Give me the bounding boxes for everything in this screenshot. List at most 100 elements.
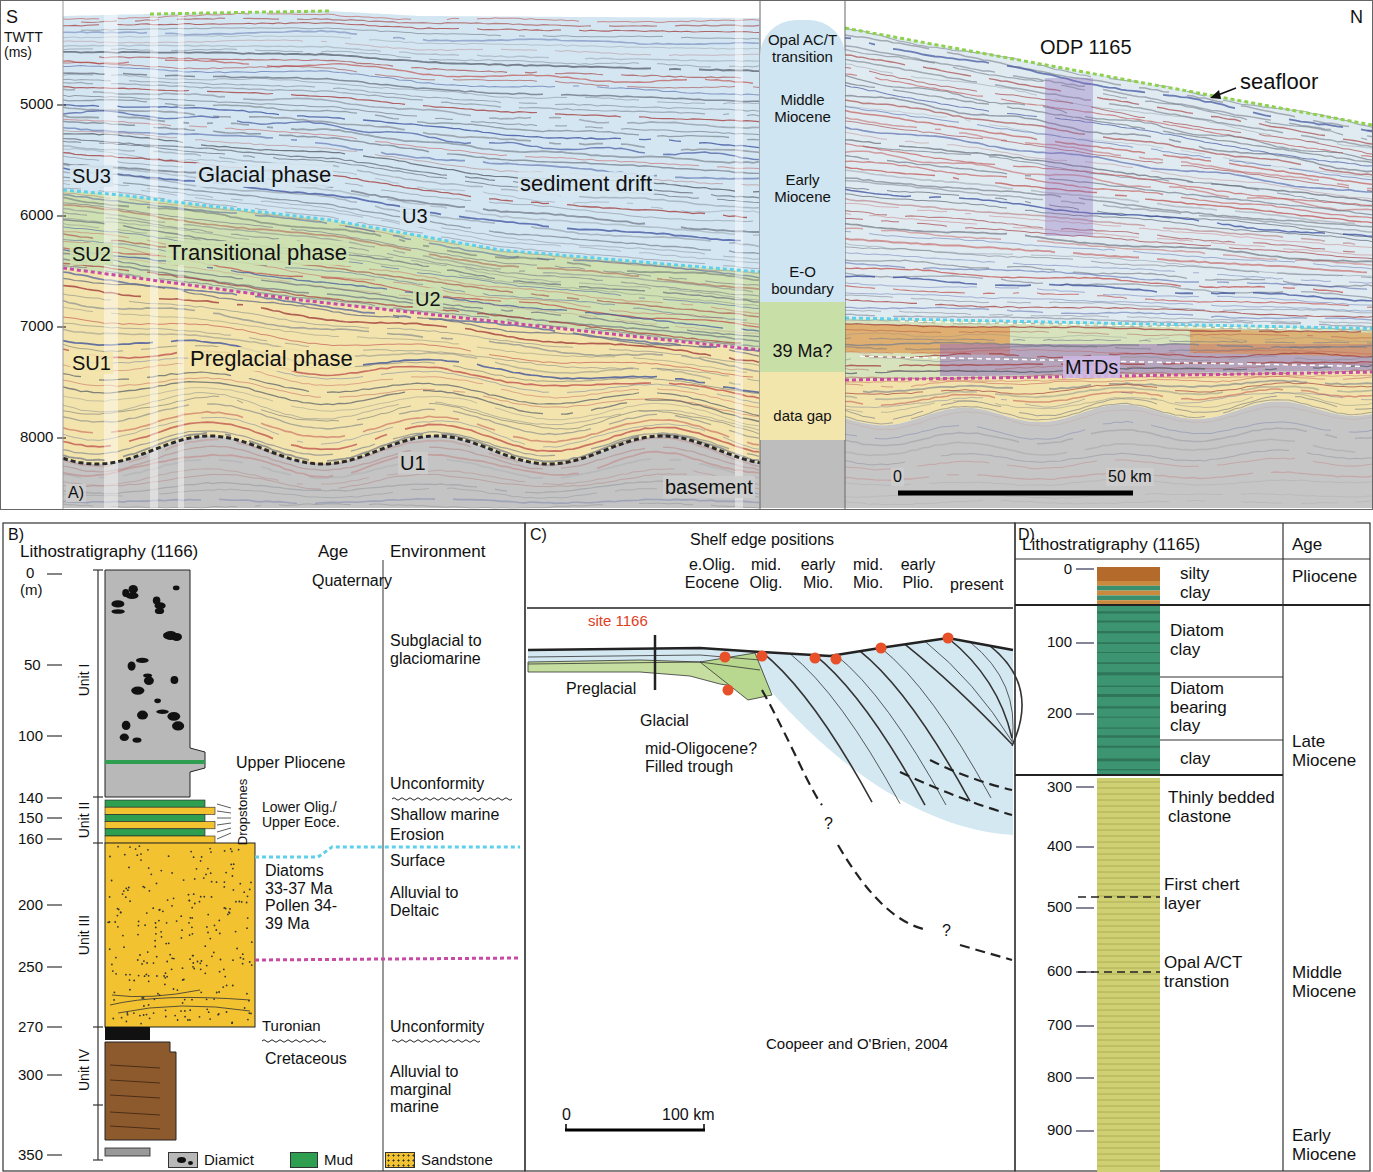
- clastone-bedding: [1097, 1160, 1160, 1161]
- dropstone-pointer: [217, 828, 231, 832]
- annotation-label: 140: [18, 790, 43, 807]
- clast: [144, 677, 154, 685]
- sand-grain: [193, 893, 195, 895]
- sand-grain: [192, 955, 194, 957]
- sand-grain: [196, 868, 198, 870]
- clastone-bedding: [1097, 866, 1160, 867]
- sand-grain: [232, 868, 234, 870]
- annotation-label: SU2: [70, 243, 113, 265]
- clastone-bedding: [1097, 812, 1160, 813]
- axis-tick: [57, 104, 66, 105]
- clastone-bedding: [1097, 1106, 1160, 1107]
- sand-grain: [125, 974, 127, 976]
- diatom-layer: [1097, 652, 1160, 653]
- depth-tick: [47, 1154, 62, 1155]
- clastone-bedding: [1097, 818, 1160, 819]
- sand-grain: [189, 917, 191, 919]
- sand-grain: [165, 1009, 167, 1011]
- seismic-reflector: [845, 324, 1361, 333]
- clastone-bedding: [1097, 968, 1160, 969]
- sand-grain: [173, 958, 175, 960]
- annotation-label: Lithostratigraphy (1165): [1022, 536, 1200, 555]
- sand-grain: [149, 1017, 151, 1019]
- sand-grain: [169, 954, 171, 956]
- legend-swatch: [385, 1152, 415, 1168]
- sand-grain: [206, 965, 208, 967]
- sand-grain: [127, 1014, 129, 1016]
- sand-grain: [155, 927, 157, 929]
- chert-marker: [1078, 896, 1160, 898]
- shelf-edge-dot: [831, 654, 842, 665]
- seismic-reflector: [845, 320, 1373, 331]
- seafloor-line: [150, 11, 330, 14]
- shelf-edge-dot: [723, 685, 734, 696]
- sand-grain: [167, 899, 169, 901]
- clastone-bedding: [1097, 908, 1160, 909]
- sand-grain: [207, 914, 209, 916]
- annotation-label: 100: [18, 728, 43, 745]
- sand-grain: [148, 975, 150, 977]
- sand-grain: [217, 1014, 219, 1016]
- sand-grain: [171, 957, 173, 959]
- sand-grain: [240, 957, 242, 959]
- sand-grain: [140, 1023, 142, 1025]
- sand-grain: [111, 964, 113, 966]
- sand-grain: [203, 896, 205, 898]
- band-label: data gap: [760, 408, 845, 425]
- seismic-reflector: [63, 224, 759, 307]
- diatom-layer: [1097, 611, 1160, 613]
- sand-grain: [128, 887, 130, 889]
- topset-line: [528, 662, 760, 670]
- clast: [122, 721, 131, 730]
- clast: [128, 662, 136, 671]
- depth-tick: [1076, 568, 1094, 569]
- sand-grain: [193, 968, 195, 970]
- sand-grain: [109, 921, 111, 923]
- sand-grain: [235, 901, 237, 903]
- sand-grain: [218, 920, 220, 922]
- sand-grain: [192, 955, 194, 957]
- annotation-label: ?: [824, 815, 833, 833]
- sand-grain: [222, 986, 224, 988]
- mud-layer: [105, 760, 205, 764]
- sand-grain: [164, 977, 166, 979]
- basement-trace: [762, 690, 822, 805]
- axis-tick: [57, 215, 66, 216]
- annotation-label: mid. Mio.: [846, 556, 891, 591]
- sand-grain: [209, 1018, 211, 1020]
- sand-grain: [243, 891, 245, 893]
- seismic-reflector: [63, 364, 759, 408]
- depth-tick: [47, 664, 62, 665]
- sand-grain: [146, 962, 148, 964]
- sand-grain: [112, 1018, 114, 1020]
- sand-grain: [188, 922, 190, 924]
- clast: [155, 608, 164, 614]
- age-band: 39 Ma?: [760, 302, 845, 372]
- sand-grain: [158, 909, 160, 911]
- pliocene-layer: [1097, 581, 1160, 586]
- sand-grain: [109, 896, 111, 898]
- annotation-label: 0: [891, 468, 904, 486]
- seismic-reflector: [63, 130, 759, 185]
- annotation-label: 8000: [20, 429, 53, 446]
- clast: [167, 712, 180, 721]
- sand-grain: [159, 909, 161, 911]
- sand-grain: [156, 975, 158, 977]
- seismic-reflector: [845, 338, 1373, 343]
- unit-tick: [93, 1104, 103, 1105]
- annotation-label: 250: [18, 959, 43, 976]
- basement-fill: [63, 436, 760, 508]
- seismic-reflector: [63, 134, 759, 192]
- clastone-bedding: [1097, 788, 1160, 789]
- sand-grain: [200, 860, 202, 862]
- band-label: 39 Ma?: [760, 342, 845, 362]
- seismic-reflector: [845, 268, 1361, 294]
- annotation-label: B): [8, 526, 24, 544]
- seismic-reflector: [845, 189, 1373, 236]
- sand-grain: [125, 896, 127, 898]
- annotation-label: Unit IV: [77, 1049, 92, 1091]
- depth-tick: [47, 904, 62, 905]
- sand-grain: [226, 1011, 228, 1013]
- annotation-label: Diatoms 33-37 Ma Pollen 34-39 Ma: [265, 862, 345, 932]
